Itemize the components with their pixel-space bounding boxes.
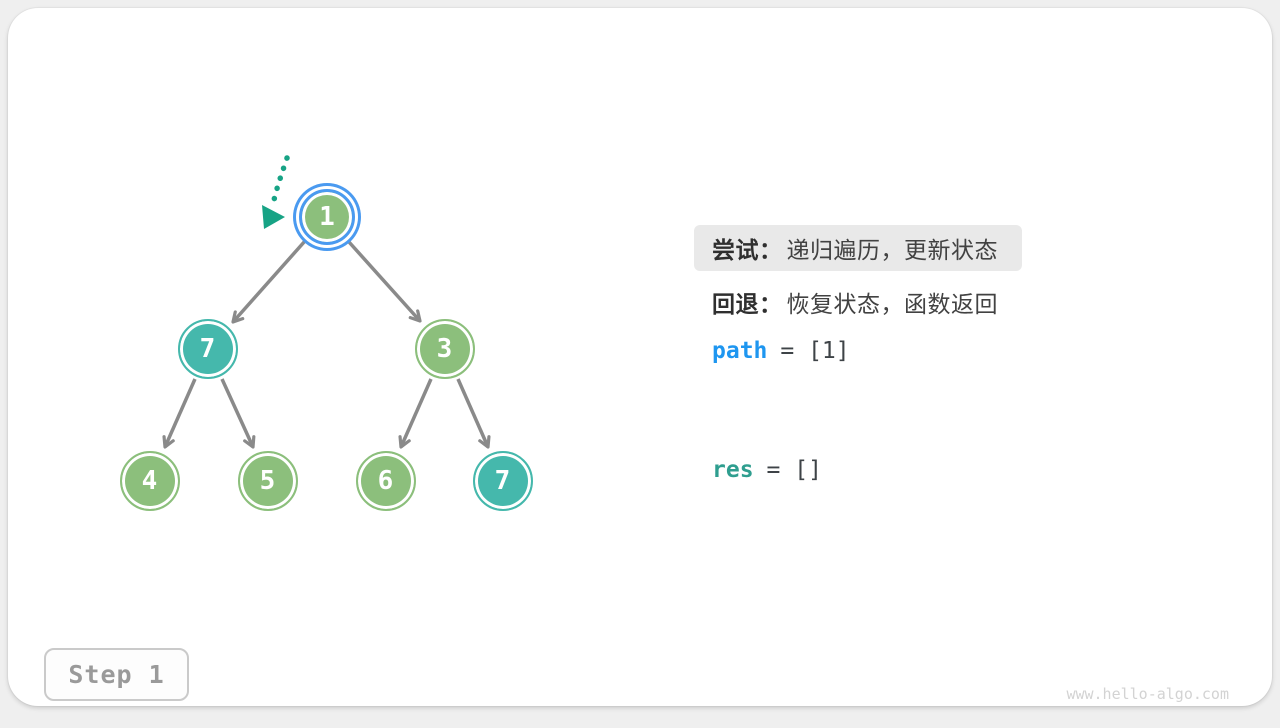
tree-edge bbox=[220, 378, 256, 449]
tree-node: 7 bbox=[177, 318, 238, 379]
tree-edge bbox=[231, 239, 307, 324]
path-variable-value: = [1] bbox=[780, 338, 850, 364]
step-badge-label: Step 1 bbox=[68, 660, 165, 689]
path-variable: path = [1] bbox=[712, 338, 850, 364]
watermark: www.hello-algo.com bbox=[1066, 685, 1229, 703]
tree-edges bbox=[162, 155, 491, 449]
figure-card: 1 7 3 4 5 6 7 尝试： 递归遍历，更新状态 回退： 恢复状态，函数返… bbox=[8, 8, 1272, 706]
tree-edge bbox=[456, 378, 491, 449]
tree-node: 7 bbox=[472, 450, 533, 511]
tree-node-current: 1 bbox=[299, 189, 355, 245]
tree-node-value: 6 bbox=[377, 465, 394, 496]
res-variable-value: = [] bbox=[766, 457, 822, 483]
res-variable: res = [] bbox=[712, 457, 822, 483]
tree-node: 6 bbox=[355, 450, 416, 511]
tree-edge bbox=[398, 378, 433, 449]
step-badge: Step 1 bbox=[44, 648, 189, 701]
legend-backtrack-text: 恢复状态，函数返回 bbox=[786, 292, 998, 318]
path-variable-name: path bbox=[712, 338, 768, 364]
tree-node-value: 1 bbox=[319, 202, 335, 232]
tree-node-value: 5 bbox=[259, 465, 276, 496]
tree-node-value: 4 bbox=[141, 465, 158, 496]
tree-node: 3 bbox=[414, 318, 475, 379]
tree-node: 5 bbox=[237, 450, 298, 511]
legend-try-line: 尝试： 递归遍历，更新状态 bbox=[694, 225, 1022, 271]
tree-edge bbox=[347, 240, 422, 323]
legend-try-text: 递归遍历，更新状态 bbox=[786, 238, 998, 264]
tree-node-value: 7 bbox=[494, 465, 511, 496]
tree-node-value: 7 bbox=[199, 333, 216, 364]
tree-edge-lines bbox=[162, 239, 491, 449]
res-variable-name: res bbox=[712, 457, 754, 483]
tree-node: 4 bbox=[119, 450, 180, 511]
tree-node-value: 3 bbox=[436, 333, 453, 364]
legend-backtrack-label: 回退： bbox=[712, 292, 783, 318]
legend-backtrack-line: 回退： 恢复状态，函数返回 bbox=[712, 286, 998, 318]
tree-edge bbox=[162, 378, 197, 449]
legend-try-label: 尝试： bbox=[712, 238, 783, 264]
current-node-pointer-icon bbox=[262, 155, 290, 229]
